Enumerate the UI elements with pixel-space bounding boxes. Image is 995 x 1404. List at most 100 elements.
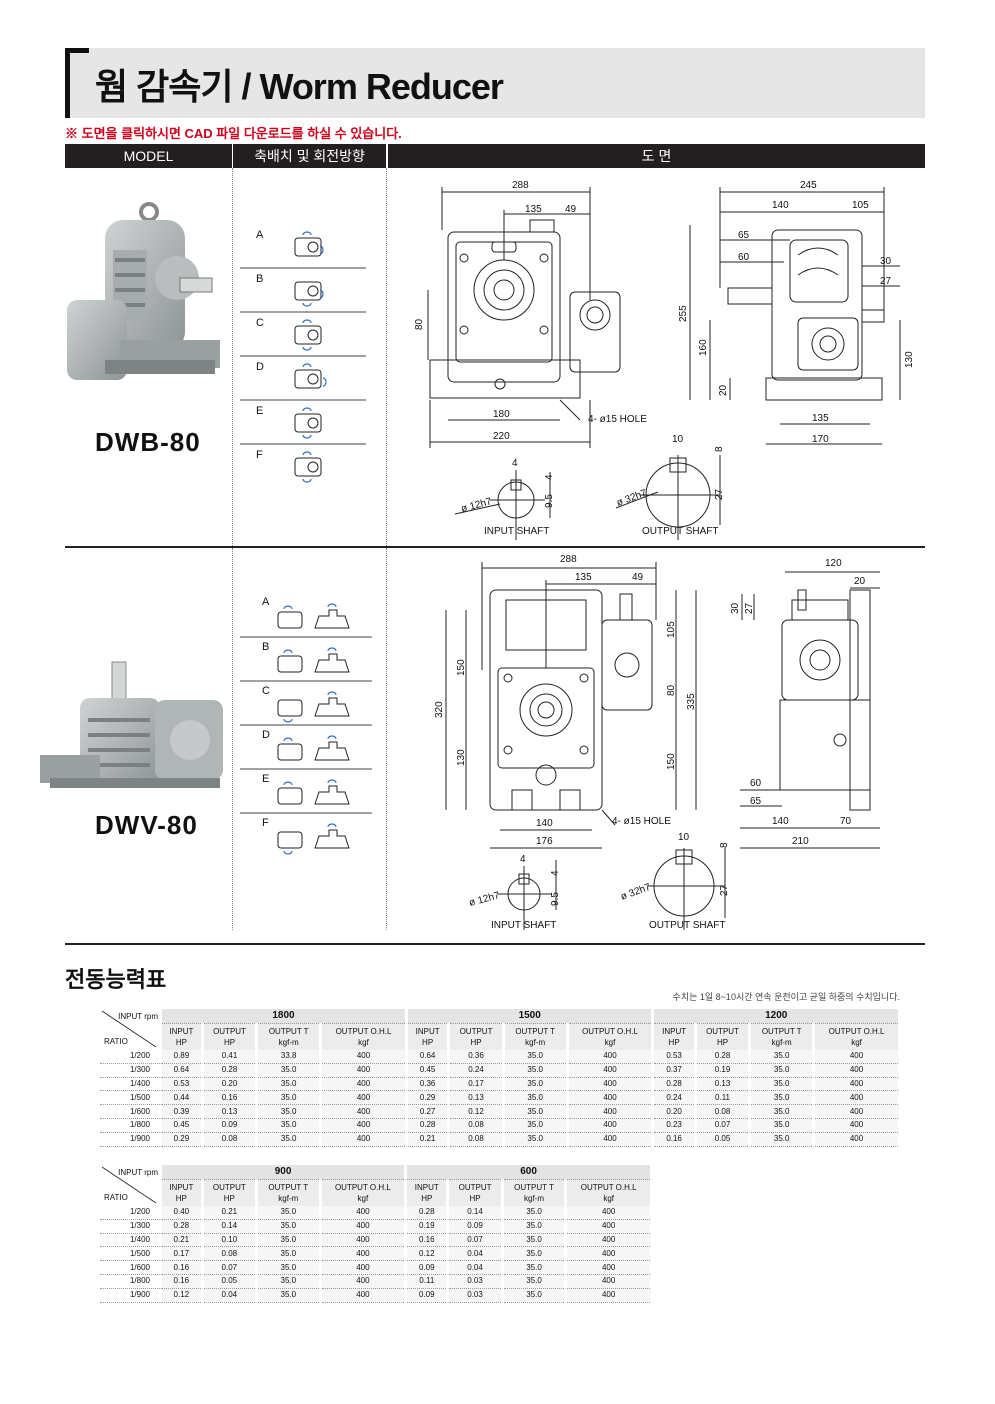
data-cell: 0.08	[448, 1118, 505, 1133]
data-cell: 400	[567, 1118, 655, 1133]
data-cell: 0.16	[405, 1233, 450, 1248]
cad-download-notice[interactable]: ※ 도면을 클릭하시면 CAD 파일 다운로드를 하실 수 있습니다.	[65, 126, 402, 141]
data-cell: 35.0	[503, 1118, 569, 1133]
dim-label: 288	[512, 180, 529, 191]
dim-label: 245	[800, 180, 817, 191]
column-header-unit: kgf-m	[771, 1038, 792, 1047]
data-cell: 400	[813, 1118, 901, 1133]
dwb80-drawing[interactable]: 288 135 49 80 180 220 4- ø15 HOLE 245 14…	[400, 170, 925, 540]
data-cell: 35.0	[502, 1233, 568, 1248]
data-cell: 35.0	[749, 1063, 816, 1078]
data-cell: 400	[565, 1260, 653, 1275]
column-header-name: INPUT	[662, 1027, 687, 1036]
model-name-dwv80: DWV-80	[95, 810, 198, 840]
section-divider	[65, 546, 925, 548]
data-cell: 400	[565, 1206, 653, 1220]
column-header-unit: kgf	[358, 1038, 369, 1047]
dim-label: 140	[536, 818, 553, 829]
data-cell: 0.28	[405, 1206, 450, 1220]
data-cell: 0.45	[406, 1063, 451, 1078]
dim-label: 30	[880, 256, 892, 267]
column-header-name: INPUT	[169, 1027, 194, 1036]
column-header-name: OUTPUT T	[761, 1027, 802, 1036]
data-cell: 0.40	[162, 1206, 204, 1220]
ratio-cell: 1/600	[100, 1260, 162, 1275]
header-model: MODEL	[65, 144, 232, 168]
rpm-header: 1800	[162, 1009, 408, 1024]
column-header-name: OUTPUT O.H.L	[334, 1183, 391, 1192]
dim-label: 130	[456, 749, 467, 766]
data-cell: 35.0	[749, 1050, 816, 1064]
data-cell: 0.08	[695, 1104, 752, 1119]
data-cell: 400	[567, 1132, 655, 1147]
arrangement-label: D	[256, 361, 264, 373]
dim-label: 140	[772, 816, 789, 827]
data-cell: 400	[813, 1090, 901, 1106]
arrangement-label: E	[256, 405, 264, 417]
data-cell: 0.12	[405, 1246, 450, 1262]
data-cell: 0.23	[652, 1118, 697, 1133]
data-cell: 0.10	[202, 1233, 258, 1248]
data-cell: 400	[567, 1077, 655, 1092]
column-header-name: OUTPUT O.H.L	[335, 1027, 392, 1036]
data-cell: 400	[813, 1104, 901, 1119]
dim-label: 335	[686, 693, 697, 710]
arrangement-label: F	[262, 817, 269, 829]
data-cell: 0.53	[652, 1050, 697, 1064]
column-header-unit: kgf-m	[278, 1194, 299, 1203]
data-cell: 0.13	[202, 1104, 259, 1119]
data-cell: 0.64	[162, 1063, 204, 1078]
rpm-header: 600	[405, 1165, 653, 1180]
column-divider	[232, 168, 233, 546]
dim-label: 8	[714, 446, 725, 452]
column-divider	[386, 548, 387, 930]
data-cell: 35.0	[749, 1104, 816, 1119]
data-cell: 35.0	[256, 1274, 322, 1289]
data-cell: 0.04	[447, 1260, 504, 1275]
column-header-name: OUTPUT	[706, 1027, 739, 1036]
data-cell: 35.0	[256, 1233, 322, 1248]
corner-input-rpm: INPUT rpm	[118, 1012, 158, 1021]
data-cell: 400	[565, 1219, 653, 1234]
data-cell: 0.08	[448, 1132, 505, 1147]
dim-label: 27	[719, 884, 730, 896]
dwv80-drawing[interactable]: 288 135 49 150 320 130 105 80 335 150 14…	[420, 550, 925, 935]
column-header-unit: kgf-m	[524, 1194, 544, 1203]
column-header-unit: kgf-m	[525, 1038, 546, 1047]
data-cell: 400	[320, 1233, 408, 1248]
rpm-header: 1200	[652, 1009, 901, 1024]
input-shaft-label: INPUT SHAFT	[484, 526, 549, 537]
ratio-cell: 1/600	[100, 1104, 162, 1119]
arrangement-label: B	[262, 641, 270, 653]
data-cell: 35.0	[503, 1090, 569, 1106]
dim-label: 20	[718, 384, 729, 396]
dwb80-product-image[interactable]	[65, 200, 230, 400]
dim-label: 140	[772, 200, 789, 211]
dim-label: 255	[678, 305, 689, 322]
dwv80-product-image[interactable]	[40, 660, 235, 800]
dim-label: 27	[744, 602, 755, 614]
title-bar	[65, 48, 925, 118]
dim-label: 27	[714, 488, 725, 500]
data-cell: 400	[567, 1063, 655, 1078]
data-cell: 400	[320, 1063, 408, 1078]
data-cell: 400	[567, 1050, 655, 1064]
data-cell: 35.0	[502, 1260, 568, 1275]
data-cell: 35.0	[256, 1288, 322, 1303]
data-cell: 400	[565, 1288, 653, 1303]
ratio-cell: 1/400	[100, 1233, 162, 1248]
data-cell: 400	[320, 1104, 408, 1119]
data-cell: 0.05	[695, 1132, 752, 1147]
ratio-cell: 1/300	[100, 1063, 162, 1078]
arrangement-diagrams	[240, 231, 366, 483]
